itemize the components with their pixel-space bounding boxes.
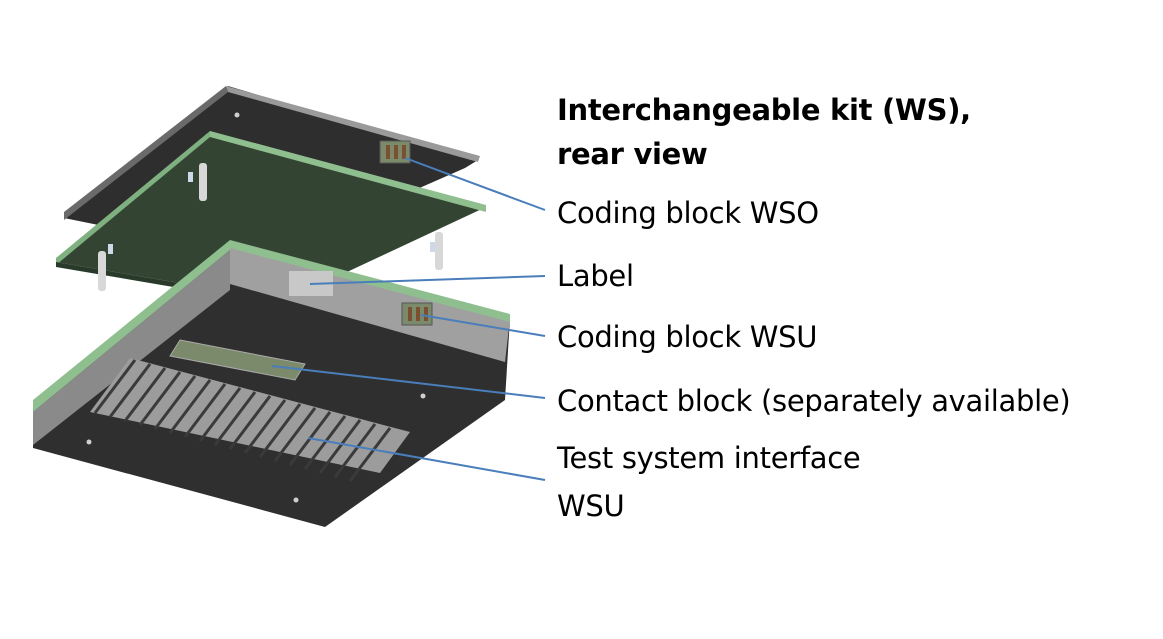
callout-line-coding-block-wsu — [420, 314, 546, 337]
diagram-title: Interchangeable kit (WS), rear view — [557, 88, 971, 176]
callout-line-label — [309, 275, 546, 285]
callout-label-label: Label — [557, 259, 634, 293]
callout-label-contact-block: Contact block (separately available) — [557, 384, 1071, 418]
test-system-interface-slots — [90, 358, 410, 482]
callout-line-test-system-interface — [307, 437, 546, 481]
callout-label-coding-block-wso: Coding block WSO — [557, 196, 819, 230]
pcb-board — [56, 131, 486, 306]
title-line-2: rear view — [557, 137, 708, 171]
callout-label-coding-block-wsu: Coding block WSU — [557, 320, 818, 354]
coding-block-wso — [379, 140, 411, 164]
base-assembly — [33, 240, 510, 527]
callout-label-test-system-interface-line2: WSU — [557, 489, 625, 523]
contact-block — [169, 339, 306, 381]
callout-line-contact-block — [271, 365, 546, 399]
callout-line-coding-block-wso — [404, 157, 546, 211]
callout-label-test-system-interface-line1: Test system interface — [557, 441, 861, 475]
title-line-1: Interchangeable kit (WS), — [557, 93, 971, 127]
